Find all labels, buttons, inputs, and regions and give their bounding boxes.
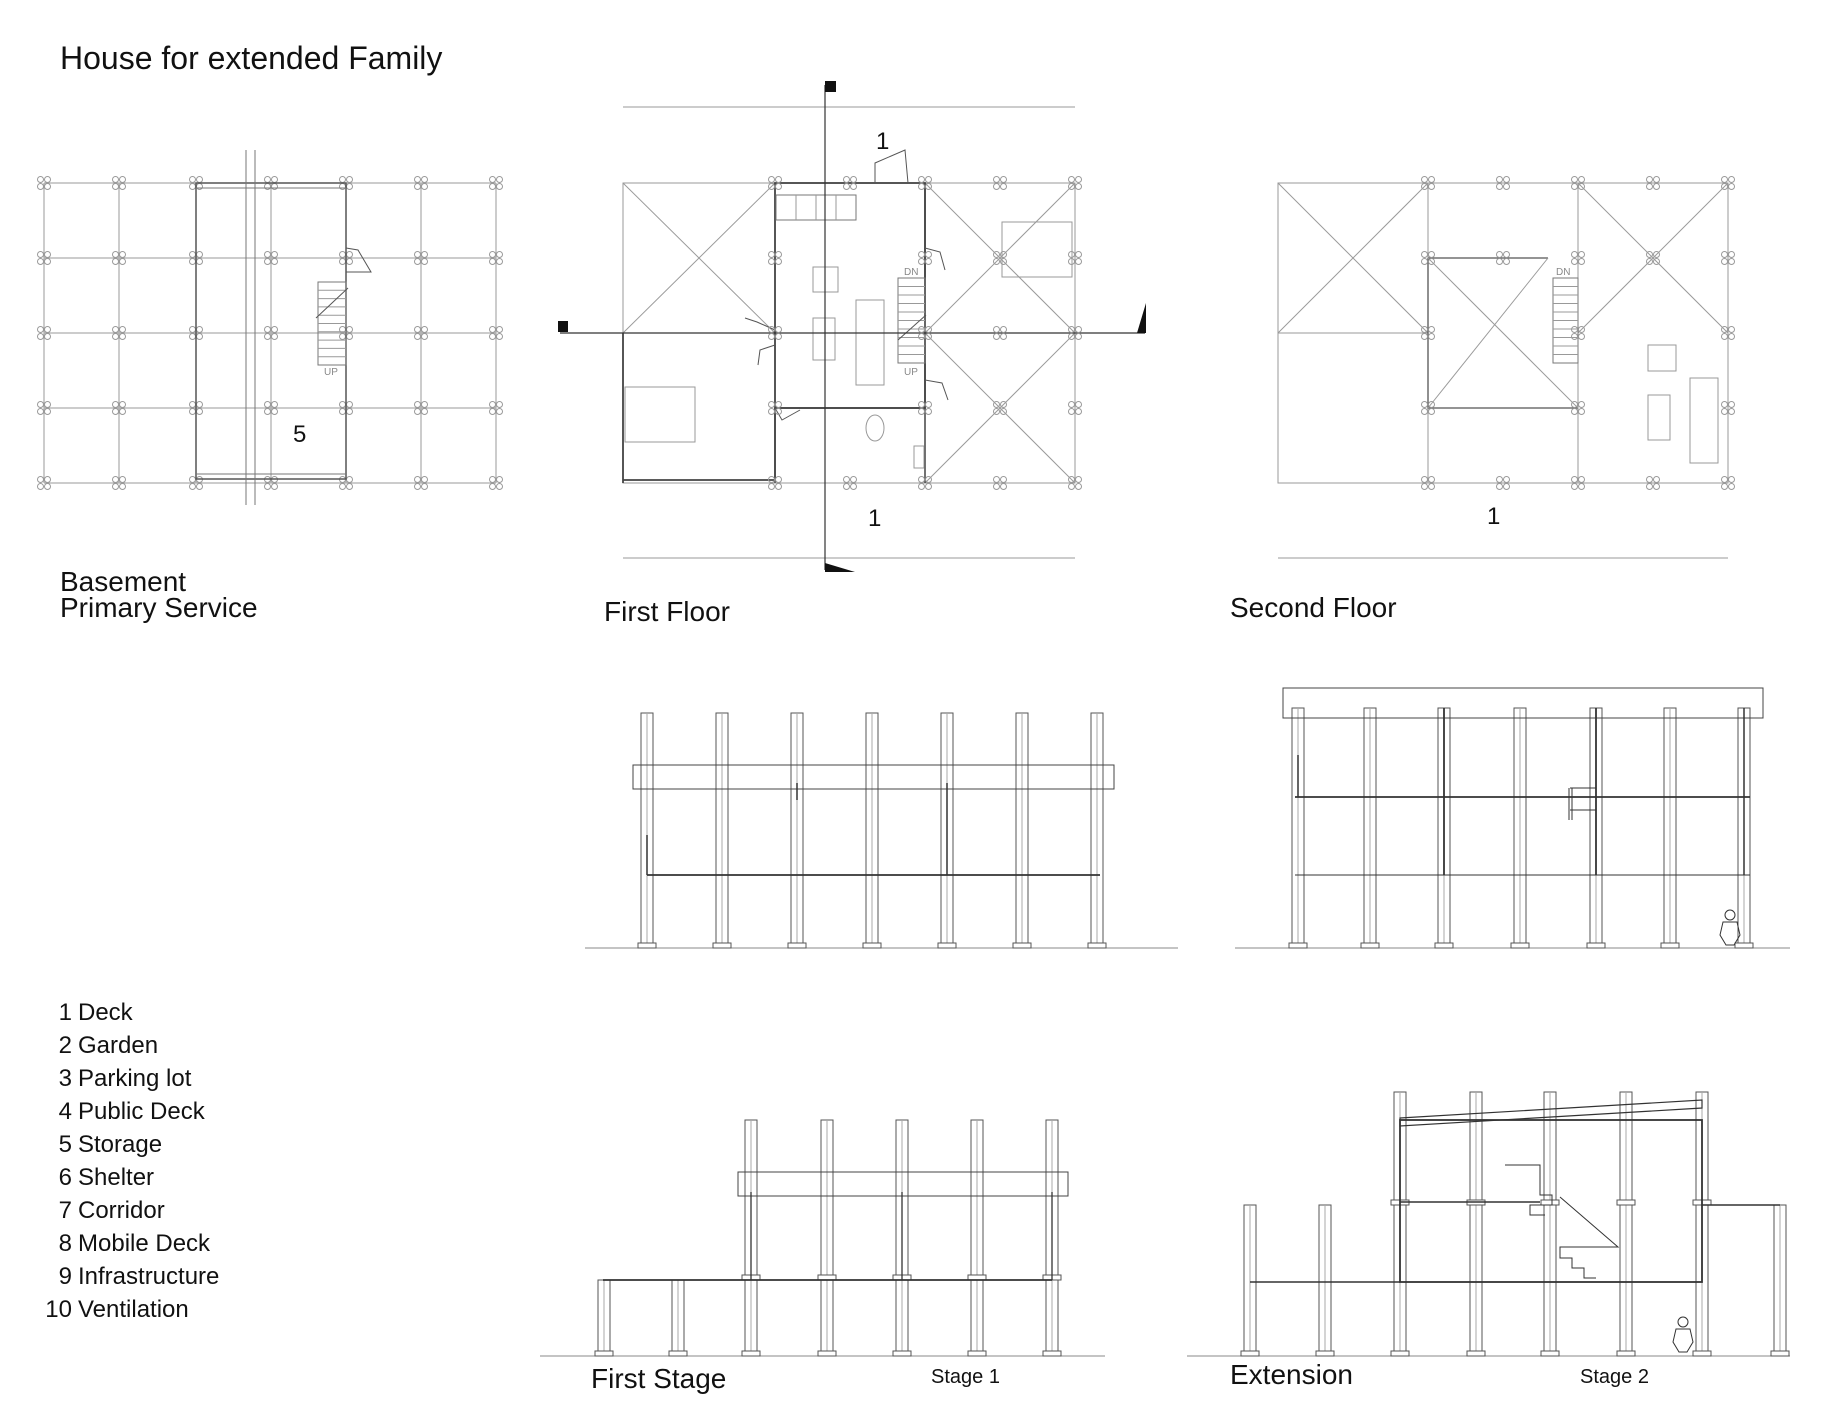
- second-floor-table: [1647, 394, 1671, 441]
- first-stage-label: First Stage: [591, 1363, 727, 1394]
- extension-stair-lower: [1559, 1196, 1620, 1279]
- legend-number: 2: [58, 1032, 72, 1059]
- stage-1-label: Stage 1: [931, 1366, 1000, 1388]
- bed-left: [624, 386, 696, 443]
- second-floor-plan: [1277, 176, 1735, 559]
- section-extension: [1187, 1091, 1790, 1357]
- bed-right: [1001, 221, 1073, 278]
- stage-2-label: Stage 2: [1580, 1366, 1649, 1388]
- stage-1-slab: [737, 1171, 1069, 1197]
- legend-number: 8: [58, 1230, 72, 1257]
- extension-volume: [1399, 1119, 1703, 1283]
- door-5: [757, 344, 776, 366]
- legend-number: 6: [58, 1164, 72, 1191]
- dining-table: [812, 317, 836, 361]
- second-floor-stair-dn: DN: [1556, 267, 1571, 278]
- section-marker-right: [1137, 303, 1146, 333]
- first-floor-bottom-number: 1: [868, 505, 882, 532]
- basement-label-line1: Basement: [60, 566, 187, 597]
- second-floor-chair: [1647, 344, 1677, 372]
- basement-plan: [37, 150, 503, 505]
- legend-text: Parking lot: [78, 1065, 192, 1092]
- first-floor-plan: [558, 81, 1146, 572]
- person-figure-2: [1672, 1316, 1694, 1353]
- basement-door: [345, 247, 372, 273]
- legend-number: 3: [58, 1065, 72, 1092]
- person-figure-1: [1719, 909, 1741, 946]
- basement-stair-label: UP: [324, 367, 338, 378]
- legend-number: 7: [58, 1197, 72, 1224]
- section-first-floor: [585, 712, 1178, 949]
- page-title: House for extended Family: [60, 40, 443, 76]
- door-1: [874, 149, 909, 184]
- legend-number: 4: [58, 1098, 72, 1125]
- section-first-stage: [540, 1119, 1105, 1357]
- legend-text: Mobile Deck: [78, 1230, 211, 1257]
- second-floor-label: Second Floor: [1230, 592, 1397, 623]
- section-2-roof: [1282, 687, 1764, 719]
- extension-stair-upper: [1505, 1164, 1553, 1216]
- legend-text: Corridor: [78, 1197, 165, 1224]
- first-floor-label: First Floor: [604, 596, 730, 627]
- first-floor-stair-dn: DN: [904, 267, 919, 278]
- basement-room-number: 5: [293, 421, 307, 448]
- first-floor-top-number: 1: [876, 128, 890, 155]
- basement-grid: [37, 176, 503, 490]
- extension-label: Extension: [1230, 1359, 1353, 1390]
- legend-text: Deck: [78, 999, 133, 1026]
- section-marker-left: [558, 321, 568, 332]
- legend-text: Ventilation: [78, 1296, 189, 1323]
- second-floor-sofa: [1689, 377, 1719, 464]
- legend-number: 10: [45, 1296, 72, 1323]
- door-6: [774, 407, 801, 421]
- legend-text: Shelter: [78, 1164, 155, 1191]
- door-2: [924, 247, 946, 271]
- section-1-floor-slab: [632, 764, 1115, 790]
- washbasin: [913, 445, 925, 469]
- door-4: [744, 317, 776, 331]
- legend-number: 9: [58, 1263, 72, 1290]
- section-2-stair-landing: [1568, 787, 1596, 820]
- section-second-floor: [1235, 687, 1790, 949]
- section-marker-bottom: [825, 563, 855, 572]
- legend-text: Garden: [78, 1032, 159, 1059]
- door-3: [924, 379, 949, 401]
- legend-text: Public Deck: [78, 1098, 205, 1125]
- sofa: [855, 299, 885, 386]
- legend-number: 1: [58, 999, 72, 1026]
- legend-number: 5: [58, 1131, 72, 1158]
- legend-text: Storage: [78, 1131, 163, 1158]
- legend-text: Infrastructure: [78, 1263, 220, 1290]
- first-floor-stair-up: UP: [904, 367, 918, 378]
- basement-label-line2: Primary Service: [60, 592, 258, 623]
- section-marker-top: [825, 81, 836, 92]
- second-floor-bottom-number: 1: [1487, 503, 1501, 530]
- toilet: [865, 414, 885, 442]
